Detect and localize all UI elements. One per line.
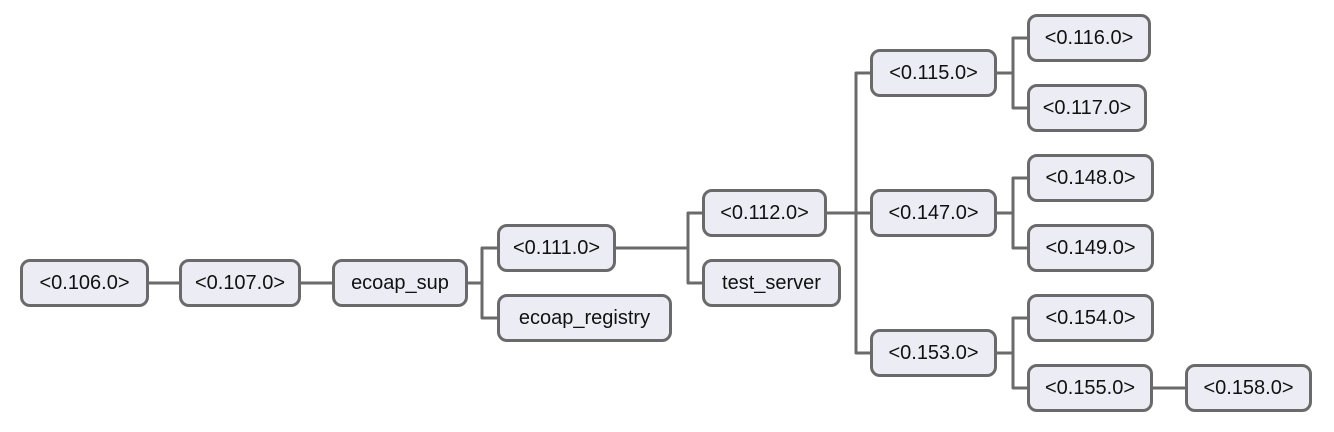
node-0-147-0: <0.147.0> [870,189,997,237]
node-0-154-0: <0.154.0> [1027,294,1154,342]
node-0-155-0: <0.155.0> [1027,364,1153,412]
node-0-116-0: <0.116.0> [1027,14,1151,62]
node-0-149-0: <0.149.0> [1027,224,1154,272]
edge-115-children [994,36,1030,110]
edge-ecoap-sup-children [465,246,500,320]
node-0-106-0: <0.106.0> [20,259,149,307]
node-0-158-0: <0.158.0> [1185,364,1312,412]
edge-153-children [994,316,1030,390]
edge-147-children [994,176,1030,250]
edge-111-children [686,211,705,285]
node-ecoap-registry: ecoap_registry [497,294,672,342]
node-0-107-0: <0.107.0> [179,259,301,307]
node-0-115-0: <0.115.0> [870,49,997,97]
node-0-148-0: <0.148.0> [1027,154,1154,202]
edge-112-children [824,71,873,355]
node-0-153-0: <0.153.0> [870,329,997,377]
node-0-117-0: <0.117.0> [1027,84,1147,132]
node-0-111-0: <0.111.0> [497,224,616,272]
node-ecoap-sup: ecoap_sup [332,259,468,307]
node-test-server: test_server [702,259,841,307]
node-0-112-0: <0.112.0> [702,189,827,237]
